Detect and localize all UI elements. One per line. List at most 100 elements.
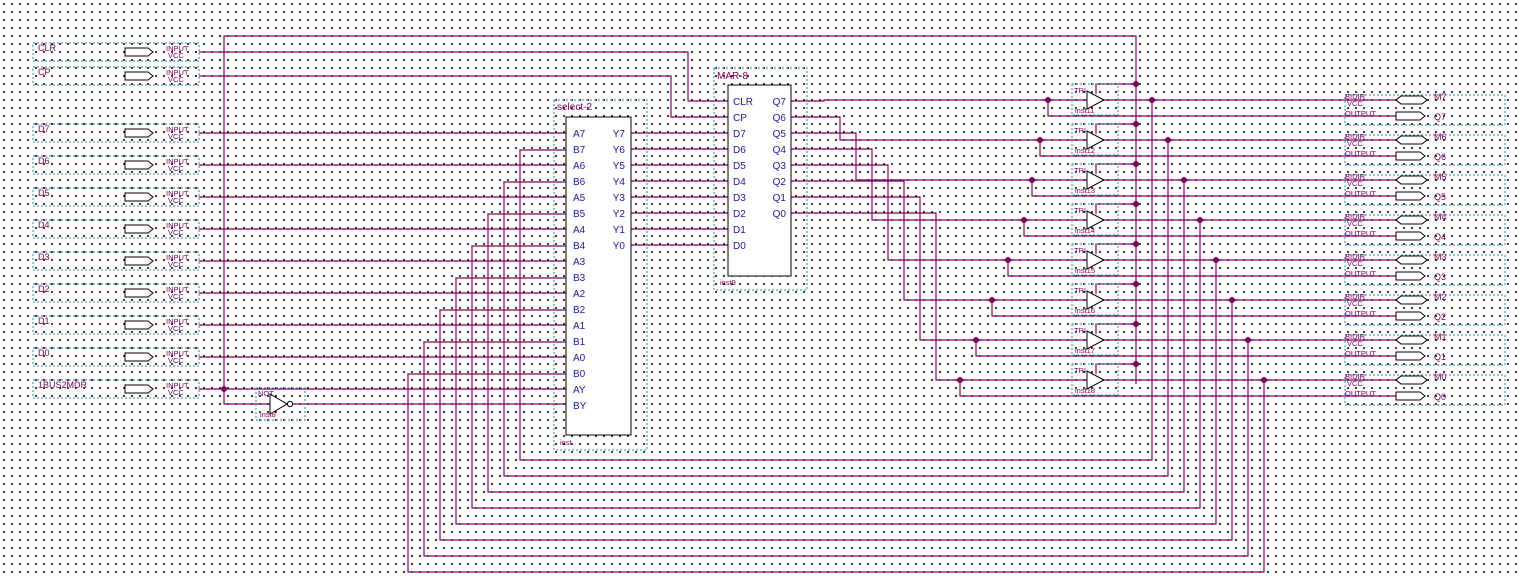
tri-buffer-frame	[1071, 123, 1119, 156]
wire-buffer-enable	[1095, 243, 1136, 254]
input-pin-symbol[interactable]	[124, 47, 154, 57]
bidir-pin-symbol[interactable]	[1395, 175, 1428, 185]
wire-q-to-buffer	[791, 212, 1087, 381]
bidir-pin-type: BIDIR	[1345, 132, 1366, 141]
output-pin-symbol[interactable]	[1395, 311, 1426, 321]
output-pin-symbol[interactable]	[1395, 271, 1426, 281]
junction-dot	[1037, 137, 1043, 143]
select-right-pin: Y5	[613, 161, 626, 172]
input-pin-symbol[interactable]	[124, 71, 154, 81]
wire-buffer-enable	[1095, 283, 1136, 294]
select-left-pin: B2	[573, 305, 586, 316]
output-pin-symbol[interactable]	[1395, 151, 1426, 161]
input-pin-type: INPUT	[166, 44, 189, 53]
wire-enable-bus	[223, 35, 1137, 389]
input-pin-sub: VCC	[168, 75, 184, 84]
wire-not-in	[223, 389, 270, 405]
output-pin-name: Q0	[1434, 392, 1446, 402]
bidir-pin-type: BIDIR	[1345, 172, 1366, 181]
not-gate-symbol[interactable]	[269, 393, 288, 415]
bidir-pin-name: M3	[1434, 252, 1447, 262]
input-pin-symbol[interactable]	[124, 320, 154, 330]
tri-buffer-symbol[interactable]	[1086, 370, 1106, 390]
tri-buffer-symbol[interactable]	[1086, 210, 1106, 230]
input-pin-symbol[interactable]	[124, 160, 154, 170]
output-pin-symbol[interactable]	[1395, 191, 1426, 201]
wire-q-to-output	[1023, 220, 1396, 237]
junction-dot	[1133, 321, 1139, 327]
mar-left-pin: D2	[733, 209, 746, 220]
bidir-pin-symbol[interactable]	[1395, 95, 1428, 105]
bidir-pin-type: BIDIR	[1345, 332, 1366, 341]
select-left-pin: B4	[573, 241, 586, 252]
select-right-pin: Y1	[613, 225, 626, 236]
input-pin-type: INPUT	[166, 253, 189, 262]
tri-buffer-type: TRI	[1074, 286, 1086, 295]
bidir-pin-symbol[interactable]	[1395, 255, 1428, 265]
input-pin-symbol[interactable]	[124, 352, 154, 362]
bidir-pin-symbol[interactable]	[1395, 335, 1428, 345]
tri-buffer-inst: inst11	[1075, 106, 1094, 115]
input-pin-symbol[interactable]	[124, 384, 154, 394]
wire-bidir-feedback	[407, 373, 1265, 573]
select-left-pin: BY	[573, 401, 587, 412]
input-pin-name: D7	[38, 124, 50, 134]
mar-right-pin: Q4	[773, 145, 787, 156]
input-pin-symbol[interactable]	[124, 288, 154, 298]
junction-dot	[1005, 257, 1011, 263]
bidir-pin-symbol[interactable]	[1395, 295, 1428, 305]
tri-buffer-inst: inst12	[1075, 146, 1095, 155]
bidir-pin-type: BIDIR	[1345, 92, 1366, 101]
bidir-pin-sub: VCC	[1347, 299, 1363, 308]
output-pin-symbol[interactable]	[1395, 351, 1426, 361]
input-pin-sub: VCC	[168, 228, 184, 237]
output-pin-symbol[interactable]	[1395, 111, 1426, 121]
input-pin-symbol[interactable]	[124, 224, 154, 234]
output-pin-symbol[interactable]	[1395, 391, 1426, 401]
input-pin-symbol[interactable]	[124, 192, 154, 202]
wire-q-to-buffer	[791, 132, 1087, 181]
tri-buffer-inst: inst16	[1075, 306, 1095, 315]
wire-q-to-buffer	[791, 196, 1087, 341]
output-pin-name: Q4	[1434, 232, 1446, 242]
junction-dot	[221, 386, 227, 392]
input-pin-name: D6	[38, 156, 50, 166]
junction-dot	[1133, 121, 1139, 127]
input-pin-symbol[interactable]	[124, 256, 154, 266]
bidir-pin-type: BIDIR	[1345, 252, 1366, 261]
bidir-pin-symbol[interactable]	[1395, 135, 1428, 145]
tri-buffer-inst: inst14	[1075, 226, 1095, 235]
output-pin-type: OUTPUT	[1345, 269, 1376, 278]
input-pin-sub: VCC	[168, 356, 184, 365]
output-pin-symbol[interactable]	[1395, 231, 1426, 241]
select-left-pin: A5	[573, 193, 586, 204]
wire-q-to-output	[975, 340, 1396, 357]
input-pin-type: INPUT	[166, 157, 189, 166]
bidir-pin-type: BIDIR	[1345, 372, 1366, 381]
tri-buffer-inst: inst17	[1075, 346, 1095, 355]
tri-buffer-symbol[interactable]	[1086, 90, 1106, 110]
select-left-pin: A2	[573, 289, 586, 300]
select-block-title: select-2	[557, 102, 592, 113]
input-pin-sub: VCC	[168, 388, 184, 397]
junction-dot	[1229, 297, 1235, 303]
select-left-pin: A7	[573, 129, 586, 140]
output-pin-name: Q2	[1434, 312, 1446, 322]
tri-buffer-inst: inst13	[1075, 186, 1095, 195]
select-left-pin: B3	[573, 273, 586, 284]
bidir-pin-symbol[interactable]	[1395, 375, 1428, 385]
bidir-pin-name: M6	[1434, 132, 1447, 142]
bidir-pin-frame	[1344, 254, 1506, 286]
tri-buffer-symbol[interactable]	[1086, 130, 1106, 150]
select-block-body[interactable]	[565, 116, 632, 436]
input-pin-symbol[interactable]	[124, 128, 154, 138]
not-gate-inst: inst8	[260, 410, 276, 419]
tri-buffer-symbol[interactable]	[1086, 250, 1106, 270]
tri-buffer-symbol[interactable]	[1086, 170, 1106, 190]
mar-block-body[interactable]	[727, 84, 792, 277]
tri-buffer-symbol[interactable]	[1086, 290, 1106, 310]
tri-buffer-symbol[interactable]	[1086, 330, 1106, 350]
wire-q-to-output	[1031, 180, 1396, 197]
select-block-inst: inst	[560, 438, 573, 447]
bidir-pin-symbol[interactable]	[1395, 215, 1428, 225]
